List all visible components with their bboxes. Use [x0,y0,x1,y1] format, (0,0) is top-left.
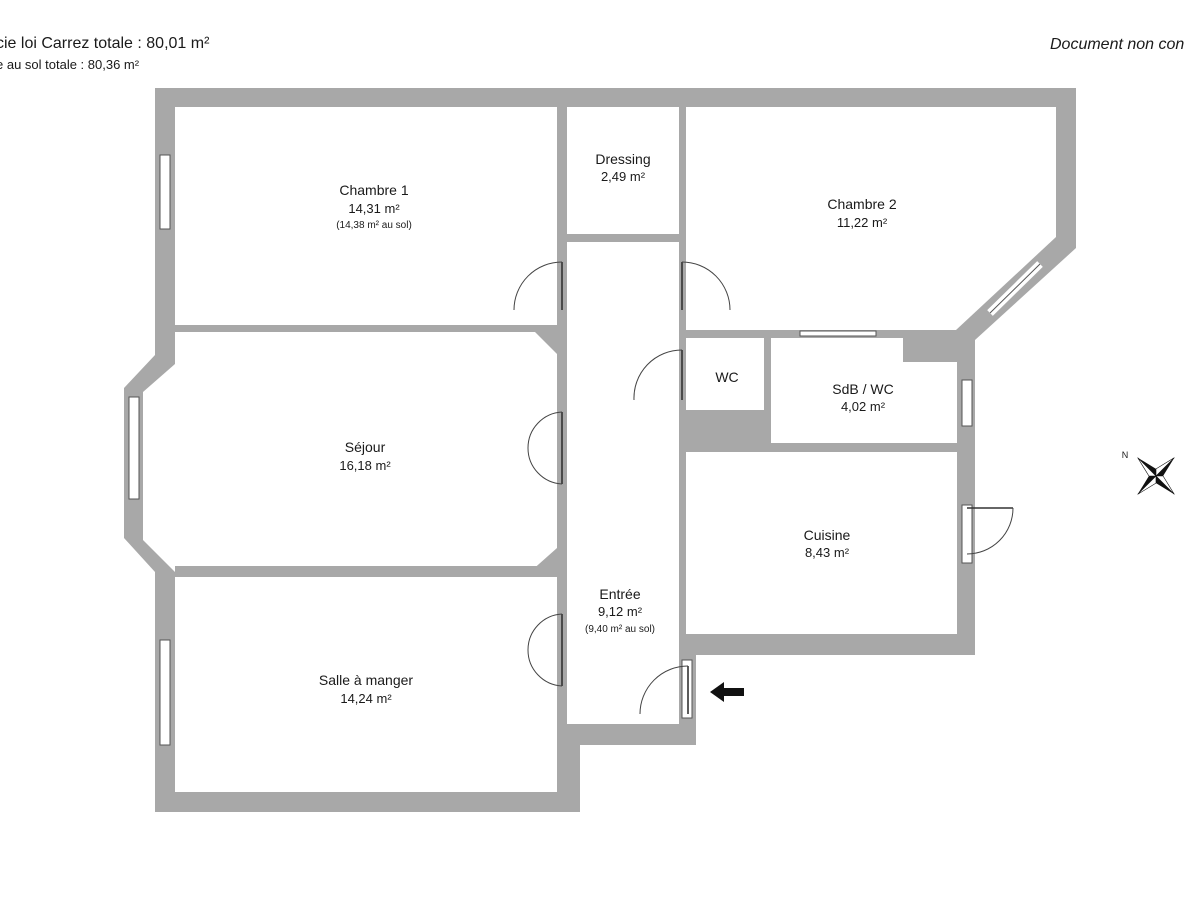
compass-rose-icon [1137,457,1175,495]
wall-stub-cuisine [679,572,686,634]
chambre-2-name: Chambre 2 [827,196,896,212]
carrez-total-label: cie loi Carrez totale : 80,01 m² [0,35,210,52]
door-entree [639,665,689,715]
entree-area: 9,12 m² [598,604,643,619]
room-sejour [143,332,557,572]
window-chambre-1 [159,154,171,230]
window-sejour [128,396,140,500]
room-salle-a-manger [175,577,557,792]
entree-floor-area: (9,40 m² au sol) [585,624,655,635]
wall-stub-sejour-right [492,566,557,573]
door-chambre-2 [681,261,731,311]
entree-name: Entrée [599,586,640,602]
room-dressing [567,107,679,234]
wall-stub-dressing [679,107,686,121]
door-salle-a-manger-1 [527,613,563,651]
dressing-area: 2,49 m² [601,169,646,184]
salle-a-manger-name: Salle à manger [319,672,414,688]
door-salle-a-manger-2 [527,649,563,687]
door-chambre-1 [513,261,563,311]
compass-north-label: N [1122,450,1129,460]
room-chambre-1 [175,107,557,325]
entrance-arrow-icon [710,682,744,702]
room-wc [686,338,764,410]
cuisine-area: 8,43 m² [805,545,850,560]
window-cuisine [961,504,973,564]
floor-total-label: e au sol totale : 80,36 m² [0,57,140,72]
room-entree [567,242,679,724]
chambre-2-area: 11,22 m² [837,215,888,230]
door-cuisine-window [966,507,1014,555]
salle-a-manger-area: 14,24 m² [340,691,392,706]
wc-name: WC [715,369,738,385]
sejour-name: Séjour [345,439,386,455]
wall-stub-entree-cuisine [679,452,686,500]
dressing-name: Dressing [595,151,650,167]
window-sdb [961,379,973,427]
room-sdb-wc [771,338,957,443]
sdb-area: 4,02 m² [841,399,886,414]
sdb-name: SdB / WC [832,381,893,397]
sliding-door-sdb [799,330,877,337]
window-salle-a-manger [159,639,171,746]
sejour-area: 16,18 m² [339,458,391,473]
wall-stub-sejour-left [175,566,213,573]
wall-stub-chambre2 [679,190,686,238]
disclaimer-label: Document non con [1050,36,1185,53]
chambre-1-floor-area: (14,38 m² au sol) [336,220,412,231]
chambre-1-name: Chambre 1 [339,182,408,198]
window-entree [681,659,693,719]
chambre-1-area: 14,31 m² [348,201,400,216]
cuisine-name: Cuisine [804,527,851,543]
door-sejour-2 [527,447,563,485]
room-chambre-2 [686,107,1056,330]
door-wc [633,349,683,401]
door-sejour-1 [527,411,563,449]
room-cuisine [686,452,957,634]
window-chambre-2-frame [989,263,1041,314]
